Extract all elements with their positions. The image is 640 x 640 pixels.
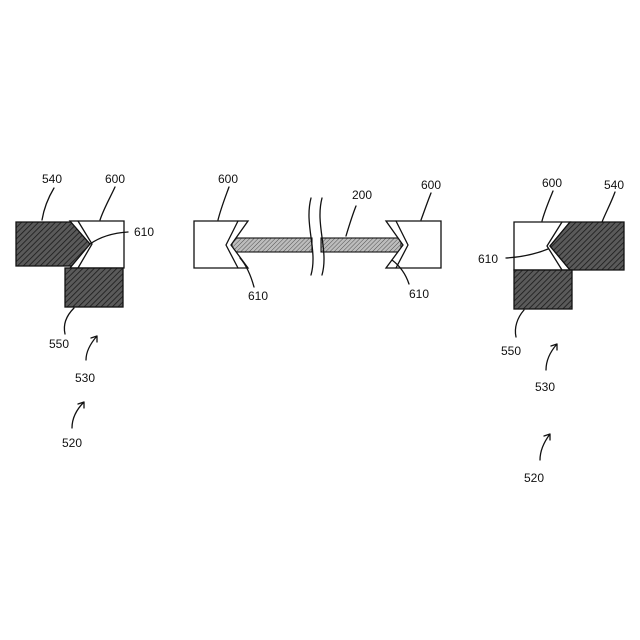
right-leader-600 bbox=[542, 191, 553, 221]
right-arrow-520 bbox=[540, 434, 550, 460]
right-label-610: 610 bbox=[478, 252, 498, 266]
right-label-530: 530 bbox=[535, 380, 555, 394]
left-leader-540 bbox=[42, 188, 54, 220]
right-block-550 bbox=[514, 270, 572, 309]
middle-leader-600-right bbox=[421, 193, 431, 220]
middle-rod-200-left bbox=[232, 238, 312, 252]
right-label-540: 540 bbox=[604, 178, 624, 192]
right-label-600: 600 bbox=[542, 176, 562, 190]
right-label-550: 550 bbox=[501, 344, 521, 358]
left-arrow-520 bbox=[72, 402, 84, 428]
left-block-550 bbox=[65, 268, 123, 307]
middle-break-line-1 bbox=[309, 198, 313, 275]
left-label-520: 520 bbox=[62, 436, 82, 450]
right-leader-540 bbox=[602, 192, 615, 222]
middle-rod-200-right bbox=[321, 238, 401, 252]
left-label-600: 600 bbox=[105, 172, 125, 186]
middle-label-610-right: 610 bbox=[409, 287, 429, 301]
right-label-520: 520 bbox=[524, 471, 544, 485]
left-arrow-530 bbox=[86, 336, 97, 360]
middle-label-600-right: 600 bbox=[421, 178, 441, 192]
middle-leader-600-left bbox=[218, 187, 229, 220]
left-leader-600 bbox=[100, 187, 115, 220]
left-leader-550 bbox=[64, 308, 74, 334]
left-label-530: 530 bbox=[75, 371, 95, 385]
middle-label-200: 200 bbox=[352, 188, 372, 202]
middle-label-600-left: 600 bbox=[218, 172, 238, 186]
middle-leader-200 bbox=[346, 206, 356, 236]
middle-assembly: 600 610 200 600 610 bbox=[194, 172, 441, 303]
middle-label-610-left: 610 bbox=[248, 289, 268, 303]
left-assembly: 540 600 610 550 530 520 bbox=[16, 172, 154, 450]
left-label-550: 550 bbox=[49, 337, 69, 351]
right-arrow-530 bbox=[546, 344, 557, 370]
right-leader-550 bbox=[515, 310, 524, 337]
right-assembly: 600 540 610 550 530 520 bbox=[478, 176, 624, 485]
left-label-540: 540 bbox=[42, 172, 62, 186]
left-label-610: 610 bbox=[134, 225, 154, 239]
middle-break-line-2 bbox=[320, 198, 324, 275]
